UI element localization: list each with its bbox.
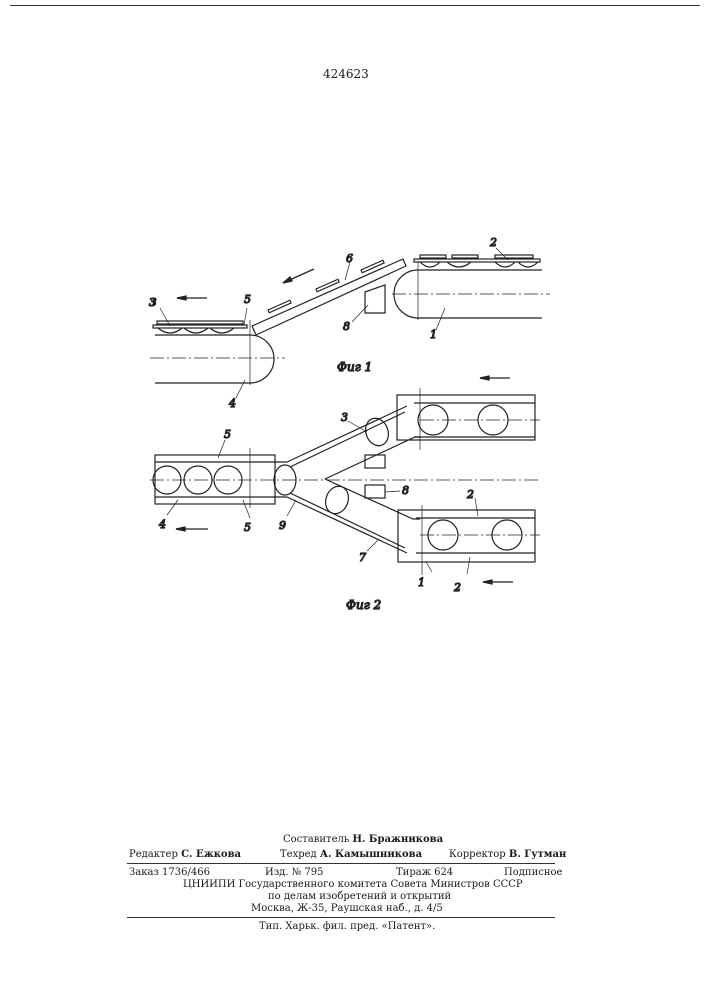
block-8-upper: [365, 455, 385, 468]
items: [158, 328, 234, 333]
chute-plate: [361, 260, 384, 273]
item-plate: [452, 255, 478, 258]
label-5: 5: [224, 428, 231, 441]
plate-2: [414, 259, 540, 262]
compiler-line: Составитель Н. Бражникова: [283, 834, 443, 845]
org-line2: по делам изобретений и открытий: [268, 891, 451, 902]
chute-plate: [316, 279, 339, 292]
arrow-icon: [177, 296, 207, 300]
org-line1: ЦНИИПИ Государственного комитета Совета …: [183, 879, 523, 890]
item: [322, 483, 352, 517]
label-5: 5: [244, 293, 251, 306]
label-4: 4: [158, 518, 166, 531]
arrow-icon: [283, 269, 314, 283]
item-plate: [420, 255, 446, 258]
label-1: 1: [430, 328, 437, 341]
compiler-name: Н. Бражникова: [353, 834, 444, 845]
chute-6: [252, 259, 406, 335]
arrow-icon: [480, 376, 510, 380]
divider: [127, 917, 555, 918]
arrow-icon: [483, 580, 513, 584]
plate-5: [153, 325, 247, 328]
subscription: Подписное: [504, 867, 562, 878]
item-plate: [495, 255, 533, 258]
label-9: 9: [279, 519, 286, 532]
label-3: 3: [341, 411, 348, 424]
corrector-name: В. Гутман: [509, 849, 566, 860]
editor-name: С. Ежкова: [181, 849, 241, 860]
conveyor-4: [155, 335, 274, 383]
printer: Тип. Харьк. фил. пред. «Патент».: [259, 921, 435, 932]
divider: [127, 863, 555, 864]
circulation: Тираж 624: [396, 867, 453, 878]
edition-number: Изд. № 795: [265, 867, 323, 878]
techred-label: Техред: [280, 849, 317, 860]
label-8: 8: [343, 320, 350, 333]
figure-2-caption: Фиг 2: [346, 598, 381, 612]
chute-plate: [268, 300, 291, 313]
editor-label: Редактер: [129, 849, 178, 860]
item-plate: [157, 321, 243, 324]
label-7: 7: [359, 551, 366, 564]
compiler-label: Составитель: [283, 834, 349, 845]
items: [420, 262, 538, 267]
label-8: 8: [402, 484, 409, 497]
block-8: [365, 285, 385, 313]
editor-line: Редактер С. Ежкова: [129, 849, 241, 860]
order-number: Заказ 1736/466: [129, 867, 210, 878]
label-1: 1: [418, 576, 425, 589]
figure-1: 3 5 6 8 1 2 4 Фиг 1: [149, 236, 550, 410]
techred-name: А. Камышникова: [320, 849, 422, 860]
techred-line: Техред А. Камышникова: [280, 849, 422, 860]
label-4: 4: [228, 397, 236, 410]
corrector-line: Корректор В. Гутман: [449, 849, 566, 860]
label-5-lower: 5: [244, 521, 251, 534]
figure-2: 5 5 4 9 3 8 2 7 1 2 Фиг 2: [150, 388, 540, 612]
block-8-lower: [365, 485, 385, 498]
address: Москва, Ж-35, Раушская наб., д. 4/5: [251, 903, 443, 914]
label-2: 2: [466, 488, 474, 501]
arrow-icon: [176, 527, 208, 531]
label-2-lower: 2: [453, 581, 461, 594]
corrector-label: Корректор: [449, 849, 506, 860]
label-3: 3: [149, 296, 157, 309]
label-6: 6: [346, 252, 353, 265]
label-2: 2: [489, 236, 497, 249]
figure-1-caption: Фиг 1: [337, 360, 372, 374]
